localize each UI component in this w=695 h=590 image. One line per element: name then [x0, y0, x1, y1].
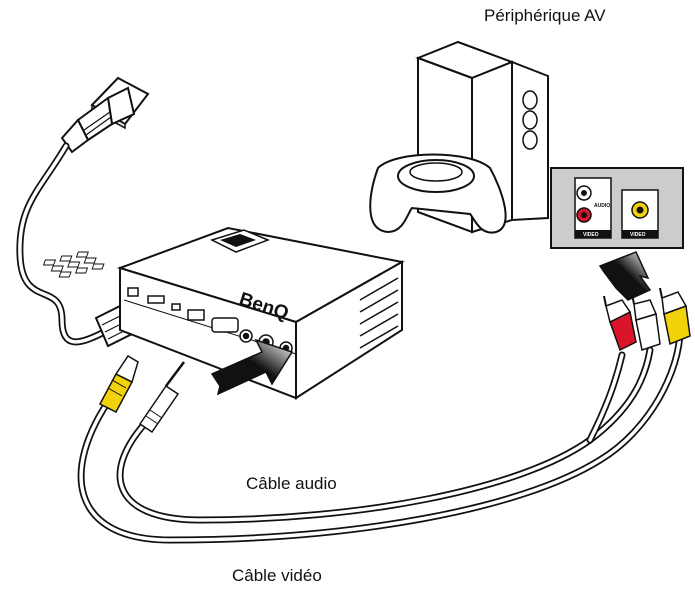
panel-audio-label: AUDIO — [594, 203, 610, 209]
rca-plug-white — [631, 293, 661, 351]
gamepad — [369, 153, 507, 234]
arrow-to-projector — [210, 338, 294, 396]
av-port-panel: AUDIO VIDEO VIDEO — [550, 167, 684, 249]
usb-port — [127, 287, 139, 297]
panel-video-label-left: VIDEO — [583, 232, 599, 238]
label-audio-cable: Câble audio — [246, 474, 337, 493]
mini-usb-port — [171, 303, 181, 311]
label-video-cable: Câble vidéo — [232, 566, 322, 585]
hdmi-port — [187, 309, 205, 321]
rca-plug-yellow-projector — [98, 354, 139, 413]
rca-plug-red — [603, 295, 637, 352]
cable-bundle — [77, 326, 684, 544]
label-av-device: Périphérique AV — [484, 6, 606, 25]
power-cord — [16, 142, 112, 346]
card-slot — [147, 295, 165, 304]
side-vents — [359, 277, 399, 349]
rca-plug-yellow-device — [659, 287, 691, 346]
panel-video-label-right: VIDEO — [630, 232, 646, 238]
vga-port — [211, 317, 239, 333]
control-keypad — [42, 251, 105, 278]
audio-plug-3.5mm — [138, 361, 185, 434]
arrow-to-av-device — [598, 251, 652, 301]
